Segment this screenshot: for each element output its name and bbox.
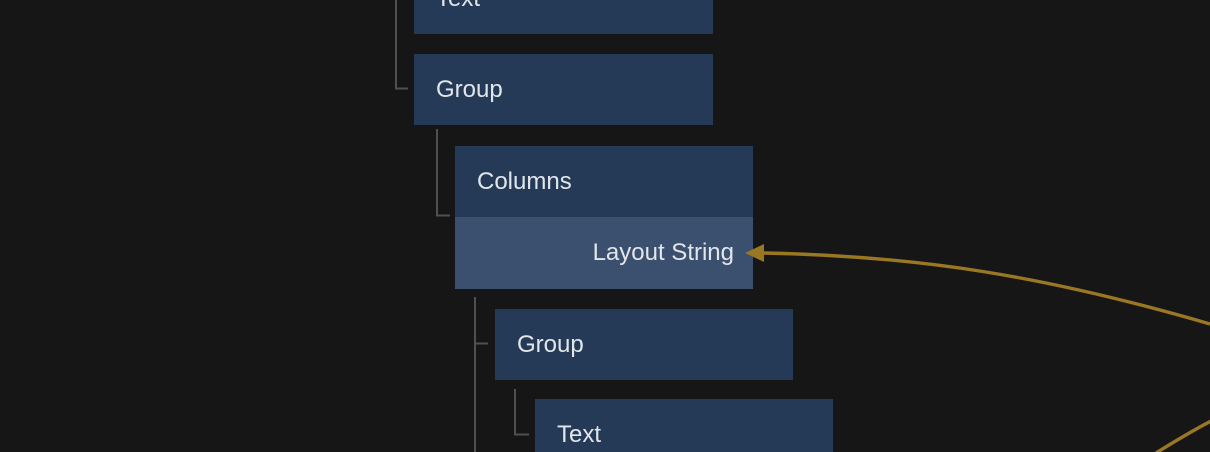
wire-bottom-right[interactable]: [1155, 419, 1210, 452]
node-text-top[interactable]: Text: [414, 0, 713, 34]
node-group-top[interactable]: Group: [414, 54, 713, 125]
node-columns[interactable]: Columns Layout String: [455, 146, 753, 289]
node-label: Columns: [477, 167, 572, 195]
node-label: Text: [557, 420, 602, 448]
wire-arrowhead-icon: [745, 244, 764, 262]
tree-line-elbow: [436, 129, 450, 217]
port-layout-string[interactable]: Layout String: [455, 217, 753, 289]
tree-line-elbow: [514, 389, 529, 436]
node-text-bottom[interactable]: Text: [535, 399, 833, 452]
node-columns-header[interactable]: Columns: [455, 146, 753, 217]
node-label: Text: [414, 0, 713, 34]
tree-line-elbow: [395, 0, 408, 90]
node-label: Group: [436, 75, 503, 103]
node-group-bottom[interactable]: Group: [495, 309, 793, 380]
wire-into-layout-string[interactable]: [762, 251, 1210, 326]
node-label: Group: [517, 330, 584, 358]
port-label: Layout String: [592, 239, 734, 266]
